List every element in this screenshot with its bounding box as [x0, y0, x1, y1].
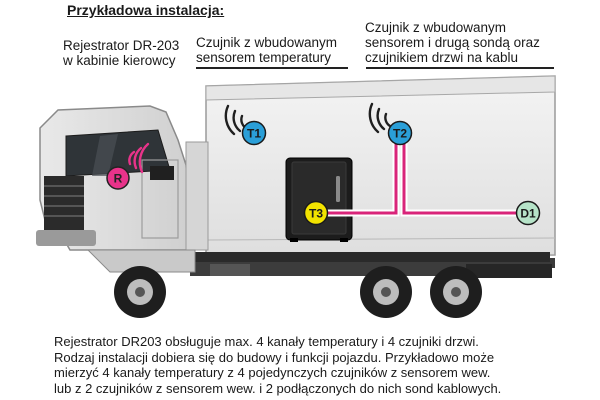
sensor-t1-label-line-1: Czujnik z wbudowanym	[196, 35, 338, 50]
probe-t3-badge: T3	[303, 200, 329, 226]
probe-t3-badge-label: T3	[309, 207, 323, 221]
recorder-label-line-1: Rejestrator DR-203	[63, 38, 180, 53]
description-text: Rejestrator DR203 obsługuje max. 4 kanał…	[54, 334, 594, 396]
sensor-t2-label-line-2: sensorem i drugą sondą oraz	[365, 35, 540, 50]
rear-wheel-1	[360, 266, 412, 318]
sensor-t2-underline	[366, 67, 554, 69]
sensor-t1-badge: T1	[241, 120, 267, 146]
recorder-badge: R	[106, 166, 130, 190]
description-line-2: Rodzaj instalacji dobiera się do budowy …	[54, 349, 495, 365]
sensor-t2-label: Czujnik z wbudowanym sensorem i drugą so…	[365, 20, 600, 65]
door-d1-badge-label: D1	[520, 207, 536, 221]
description-line-3: mierzyć 4 kanały temperatury z 4 pojedyn…	[54, 365, 491, 380]
cargo-box	[205, 75, 556, 268]
sensor-cables	[318, 140, 522, 217]
sensor-t1-badge-label: T1	[247, 127, 261, 141]
recorder-wireless-icon	[128, 142, 150, 174]
recorder-label-line-2: w kabinie kierowcy	[63, 53, 176, 68]
description-line-4: lub z 2 czujników z sensorem wew. i 2 po…	[54, 380, 502, 396]
recorder-badge-label: R	[114, 172, 123, 186]
chassis	[86, 249, 552, 278]
sensor-t2-badge: T2	[387, 120, 413, 146]
door-d1-badge: D1	[515, 200, 541, 226]
description-line-1: Rejestrator DR203 obsługuje max. 4 kanał…	[54, 334, 479, 349]
sensor-t1-label: Czujnik z wbudowanym sensorem temperatur…	[196, 35, 366, 65]
sensor-t2-label-line-3: czujnikiem drzwi na kablu	[365, 50, 519, 65]
recorder-label: Rejestrator DR-203 w kabinie kierowcy	[63, 38, 213, 68]
sensor-t1-label-line-2: sensorem temperatury	[196, 50, 332, 65]
front-wheel	[114, 266, 166, 318]
t2-wireless-icon	[368, 102, 392, 134]
cooling-unit	[285, 157, 353, 242]
rear-wheel-2	[430, 266, 482, 318]
page-heading: Przykładowa instalacja:	[67, 2, 225, 18]
sensor-t2-badge-label: T2	[393, 127, 407, 141]
sensor-t1-underline	[196, 67, 348, 69]
sensor-t2-label-line-1: Czujnik z wbudowanym	[365, 20, 507, 35]
